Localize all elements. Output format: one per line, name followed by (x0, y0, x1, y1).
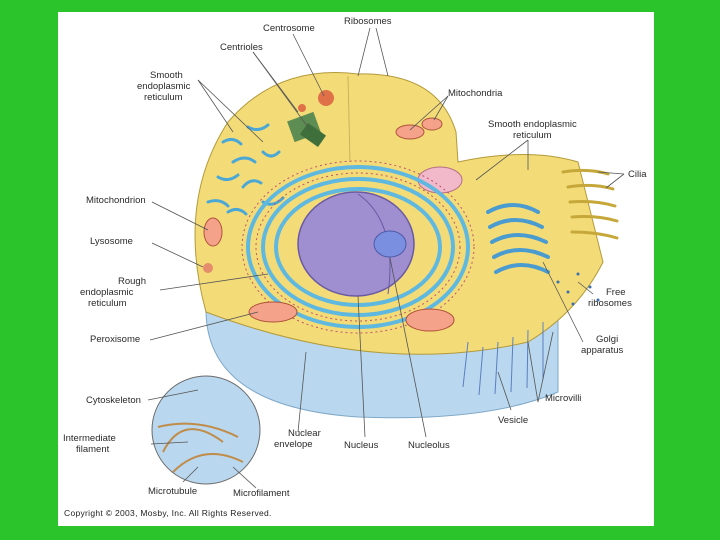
label-nuclear-envelope: Nuclear envelope (274, 428, 323, 450)
centrosome (318, 90, 334, 106)
diagram-panel: Centrosome Ribosomes Centrioles Smooth e… (58, 12, 654, 526)
label-ribosomes: Ribosomes (344, 16, 392, 27)
peroxisome (249, 302, 297, 322)
lysosome (203, 263, 213, 273)
label-nucleolus: Nucleolus (408, 440, 450, 451)
label-nucleus: Nucleus (344, 440, 379, 451)
label-cilia: Cilia (628, 169, 647, 180)
copyright-notice: Copyright © 2003, Mosby, Inc. All Rights… (64, 508, 272, 518)
label-peroxisome: Peroxisome (90, 334, 140, 345)
label-mitochondria: Mitochondria (448, 88, 503, 99)
label-microfilament: Microfilament (233, 488, 290, 499)
label-golgi: Golgi apparatus (581, 334, 624, 356)
label-lysosome: Lysosome (90, 236, 133, 247)
label-centrosome: Centrosome (263, 23, 315, 34)
vesicle-pink (418, 167, 462, 193)
label-microvilli: Microvilli (545, 393, 581, 404)
cell-diagram: Centrosome Ribosomes Centrioles Smooth e… (58, 12, 654, 526)
label-smooth-er-right: Smooth endoplasmic reticulum (488, 119, 579, 141)
label-free-ribosomes: Free ribosomes (588, 287, 632, 309)
label-cytoskeleton: Cytoskeleton (86, 395, 141, 406)
cytoskeleton-inset (152, 376, 260, 484)
label-smooth-er-left: Smooth endoplasmic reticulum (137, 70, 193, 103)
label-mitochondrion: Mitochondrion (86, 195, 146, 206)
label-intermediate-filament: Intermediate filament (63, 433, 118, 455)
label-vesicle: Vesicle (498, 415, 528, 426)
label-centrioles: Centrioles (220, 42, 263, 53)
mitochondrion (204, 218, 222, 246)
label-rough-er: Rough endoplasmic reticulum (80, 276, 149, 309)
nucleolus (374, 231, 406, 257)
label-microtubule: Microtubule (148, 486, 197, 497)
